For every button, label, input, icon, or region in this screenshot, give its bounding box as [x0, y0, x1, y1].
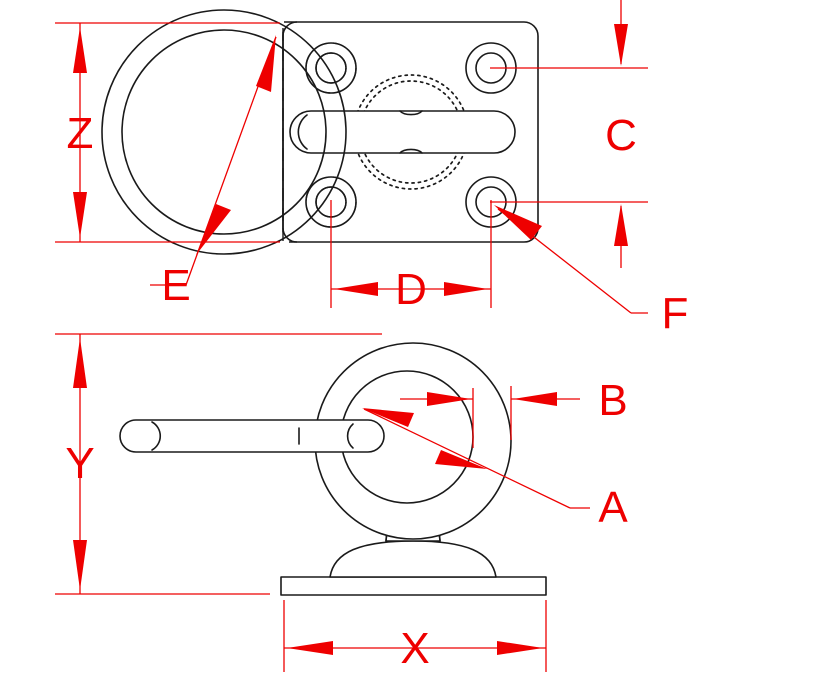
- dimension-B: B: [400, 376, 628, 448]
- side-view-base-plate: [280, 576, 547, 596]
- dimension-Z-arrow-top: [73, 27, 87, 73]
- top-view-boss-top-nub: [399, 110, 423, 116]
- side-view-ring-bar: [119, 419, 385, 453]
- top-view-geometry: [101, 9, 539, 255]
- side-view-ring-bar-end-cap: [151, 421, 161, 451]
- top-view-hole-top-left-counterbore: [305, 42, 357, 94]
- dimension-F-arrow: [494, 205, 542, 240]
- dimension-C-label: C: [605, 111, 637, 160]
- dimension-D-label: D: [395, 265, 427, 314]
- dimension-Y-label: Y: [65, 439, 94, 488]
- dimension-A-arrow-lower-right: [435, 450, 487, 469]
- dimension-D: D: [330, 200, 492, 314]
- dimension-A: A: [362, 408, 628, 532]
- dimension-C-arrow-top: [614, 24, 628, 66]
- dimension-E-label: E: [161, 261, 190, 310]
- top-view-hole-top-left-counterbore-inner: [315, 52, 347, 84]
- top-view-ring-inner-circle: [121, 29, 327, 235]
- dimension-F-label: F: [662, 289, 689, 338]
- top-view-ring-bar-seam-left: [297, 114, 308, 150]
- dimension-A-arrow-upper-left: [362, 408, 414, 427]
- dimension-C-arrow-bottom: [614, 204, 628, 246]
- dimension-F: F: [494, 205, 688, 338]
- dimension-X-arrow-right: [497, 641, 543, 655]
- top-view-ring-bar: [289, 110, 516, 154]
- dimension-B-label: B: [598, 376, 627, 425]
- dimension-Y-arrow-bottom: [73, 540, 87, 590]
- dimension-E: E: [150, 35, 277, 310]
- dimension-B-arrow-left: [427, 392, 471, 406]
- side-view-dome-fillet: [329, 540, 497, 578]
- dimension-B-arrow-right: [513, 392, 557, 406]
- dimension-Z: Z: [55, 22, 280, 243]
- dimension-X-label: X: [400, 624, 429, 673]
- dimension-Z-arrow-bottom: [73, 192, 87, 238]
- dimension-A-leader-line: [363, 408, 571, 509]
- dimension-X-arrow-left: [287, 641, 333, 655]
- top-view-boss-bottom-nub: [399, 148, 423, 154]
- side-view-ring-bar-seam: [346, 423, 354, 449]
- dimension-Y-arrow-top: [73, 338, 87, 388]
- dimension-D-arrow-right: [444, 282, 488, 296]
- top-view-hole-bottom-left-counterbore: [305, 176, 357, 228]
- dimension-A-label: A: [598, 483, 628, 532]
- top-view-ring-outer-circle: [101, 9, 347, 255]
- dimension-C: C: [490, 0, 648, 268]
- dimension-E-arrow-lower: [196, 204, 231, 255]
- dimension-Y: Y: [55, 333, 382, 595]
- dimension-Z-label: Z: [67, 109, 94, 158]
- side-view-geometry: [119, 342, 547, 596]
- dimension-X: X: [283, 600, 547, 673]
- dimension-D-arrow-left: [334, 282, 378, 296]
- dimension-E-arrow-upper: [256, 35, 276, 92]
